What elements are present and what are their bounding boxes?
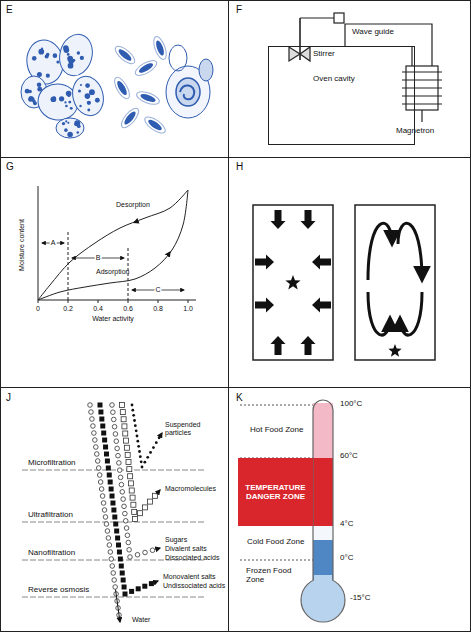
panel-letter: J (6, 392, 11, 403)
node-text: Oven cavity (313, 74, 414, 83)
axis-label: 1.0 (183, 305, 193, 313)
sorption-isotherm (38, 186, 196, 303)
part-label: Monovalent salts (163, 573, 216, 581)
part-label: Macromolecules (165, 485, 216, 493)
part-label: Sugars (165, 536, 187, 544)
axis-label: 0.2 (63, 305, 73, 313)
oven-cavity: Oven cavity (268, 46, 415, 145)
part-label: Reverse osmosis (28, 586, 89, 595)
danger-zone-band: TEMPERATURE DANGER ZONE (238, 458, 313, 526)
heating-pattern (253, 205, 435, 360)
part-label: Wave guide (352, 28, 394, 37)
part-label: 100°C (340, 400, 362, 409)
axis-label: Water activity (92, 315, 134, 323)
panel-letter: G (6, 161, 14, 172)
panel-letter: E (6, 4, 13, 15)
part-label: Frozen Food Zone (246, 567, 296, 585)
panel-letter: F (236, 4, 242, 15)
part-label: Cold Food Zone (247, 538, 304, 547)
axis-label: A (50, 239, 57, 247)
part-label: Divalent salts (165, 545, 207, 553)
axis-label: C (154, 286, 161, 294)
part-label: Hot Food Zone (250, 426, 303, 435)
part-label: Water (132, 616, 150, 624)
panel-letter: H (236, 161, 243, 172)
part-label: Dissociated acids (165, 554, 219, 562)
part-label: -15°C (350, 594, 371, 603)
node-text: TEMPERATURE DANGER ZONE (240, 483, 311, 501)
part-label: Undissociated acids (163, 582, 225, 590)
part-label: Ultrafiltration (28, 511, 73, 520)
part-label: Nanofiltration (28, 549, 75, 558)
part-label: Desorption (116, 201, 150, 209)
part-label: 0°C (340, 554, 353, 563)
axis-label: B (95, 254, 102, 262)
part-label: Adsorption (96, 268, 129, 276)
axis-label: 0.4 (93, 305, 103, 313)
part-label: Microfiltration (28, 459, 76, 468)
part-label: Stirrer (313, 50, 335, 59)
microwave-oven (289, 13, 442, 122)
thermometer (238, 400, 345, 622)
axis-label: 0.8 (153, 305, 163, 313)
part-label: Suspended particles (165, 421, 213, 436)
axis-label: 0.6 (123, 305, 133, 313)
cell-drawing (21, 31, 213, 138)
panel-letter: K (236, 392, 243, 403)
part-label: 4°C (340, 520, 353, 529)
part-label: Magnetron (396, 127, 434, 136)
axis-label: 0 (36, 305, 40, 313)
part-label: 60°C (340, 452, 358, 461)
part-label: Moisture content (18, 219, 26, 271)
